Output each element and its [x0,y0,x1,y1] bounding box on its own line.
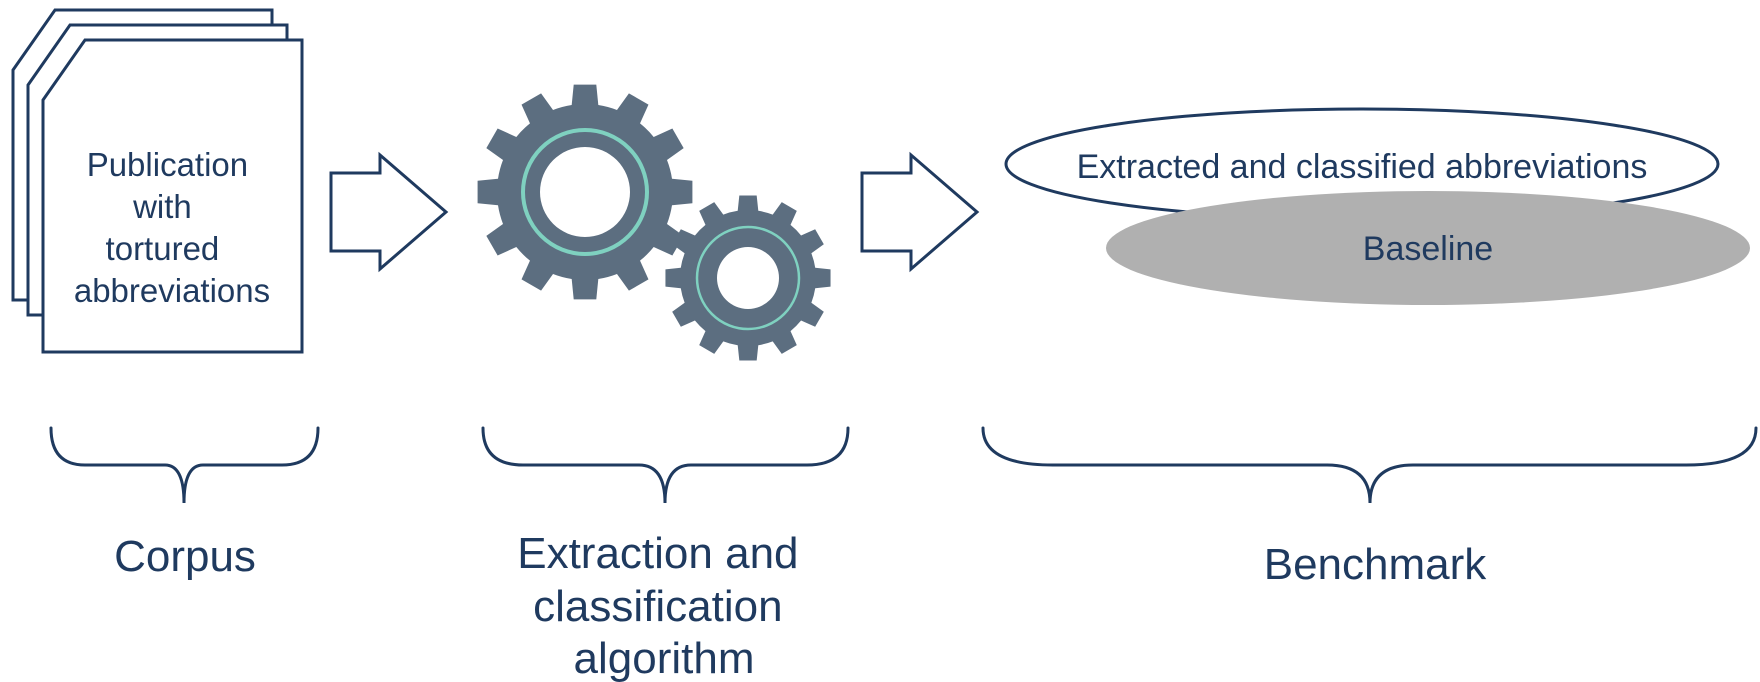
extracted-label: Extracted and classified abbreviations [1077,148,1648,186]
document-line-4: abbreviations [74,272,270,309]
corpus-brace [49,426,320,504]
algorithm-brace [481,426,850,504]
document-line-1: Publication [87,146,248,183]
algorithm-label: Extraction and classification algorithm [517,529,811,682]
algorithm-label-line-2: classification [533,582,782,631]
small-gear-icon [665,195,831,361]
document-line-3: tortured [106,230,220,267]
algorithm-label-line-1: Extraction and [517,529,798,578]
document-title: Publication with tortured abbreviations [74,146,270,309]
baseline-ellipse [1106,191,1750,305]
document-line-2: with [132,188,192,225]
arrow-right-icon-2 [860,151,980,273]
gears-icon [477,84,831,361]
baseline-label: Baseline [1363,230,1493,268]
arrow-right-icon [329,151,449,273]
corpus-label: Corpus [114,532,256,581]
benchmark-label: Benchmark [1264,540,1488,589]
benchmark-brace [981,426,1758,504]
large-gear-icon [477,84,693,300]
document-stack-icon [11,8,304,354]
algorithm-label-line-3: algorithm [574,634,755,682]
document-page-front [41,38,304,354]
